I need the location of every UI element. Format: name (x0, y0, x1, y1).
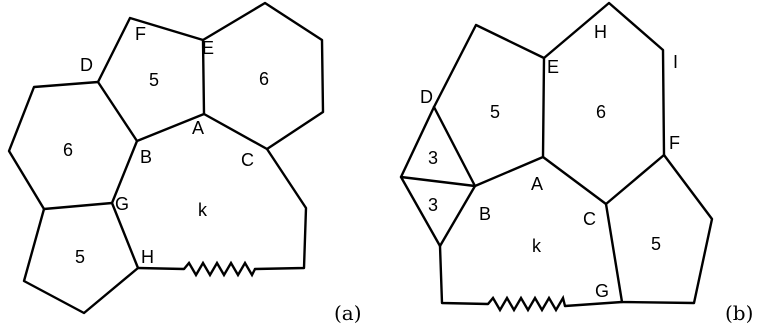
edge (563, 300, 624, 308)
panel-b: D E H I F A B C G 5 6 3 3 k 5 (b) (399, 1, 753, 325)
vertex-label-C: C (241, 150, 254, 170)
face-label-lower-pentagon: 5 (75, 247, 85, 267)
face-label-lower-triangle: 3 (428, 195, 438, 215)
face-label-right-pentagon: 5 (651, 234, 661, 254)
edge (96, 16, 206, 143)
edge (438, 244, 490, 306)
vertex-label-G: G (595, 281, 609, 301)
vertex-label-E: E (547, 57, 559, 77)
edge (7, 80, 139, 211)
vertex-label-B: B (479, 204, 491, 224)
vertex-label-E: E (202, 38, 214, 58)
face-label-upper-hexagon: 6 (259, 69, 269, 89)
edge (432, 23, 546, 188)
edge (136, 266, 186, 271)
edge (253, 147, 308, 271)
panel-a: D F E A B C G H 5 6 6 5 k (a) (7, 1, 362, 325)
edge (22, 201, 140, 315)
caption-b: (b) (725, 301, 753, 325)
face-label-upper-pentagon: 5 (149, 70, 159, 90)
vertex-label-D: D (420, 87, 433, 107)
face-label-ring: k (532, 236, 542, 256)
face-label-upper-pentagon: 5 (490, 102, 500, 122)
vertex-label-A: A (531, 174, 543, 194)
edge (604, 153, 714, 305)
caption-a: (a) (334, 301, 362, 325)
vertex-label-A: A (192, 118, 204, 138)
panel-b-edges (399, 1, 714, 313)
edge (399, 105, 477, 188)
vertex-label-F: F (135, 24, 146, 44)
panel-a-edges (7, 1, 325, 315)
vertex-label-G: G (115, 194, 129, 214)
spring (183, 260, 257, 278)
vertex-label-H: H (141, 247, 154, 267)
face-label-hexagon: 6 (596, 102, 606, 122)
vertex-label-H: H (594, 22, 607, 42)
face-label-ring: k (198, 200, 208, 220)
vertex-label-C: C (583, 209, 596, 229)
face-label-upper-triangle: 3 (428, 148, 438, 168)
vertex-label-F: F (669, 133, 680, 153)
vertex-label-I: I (673, 52, 678, 72)
vertex-label-D: D (80, 55, 93, 75)
edge (541, 1, 666, 206)
vertex-label-B: B (140, 147, 152, 167)
face-label-left-hexagon: 6 (63, 140, 73, 160)
edge (201, 1, 325, 151)
spring (487, 294, 567, 313)
